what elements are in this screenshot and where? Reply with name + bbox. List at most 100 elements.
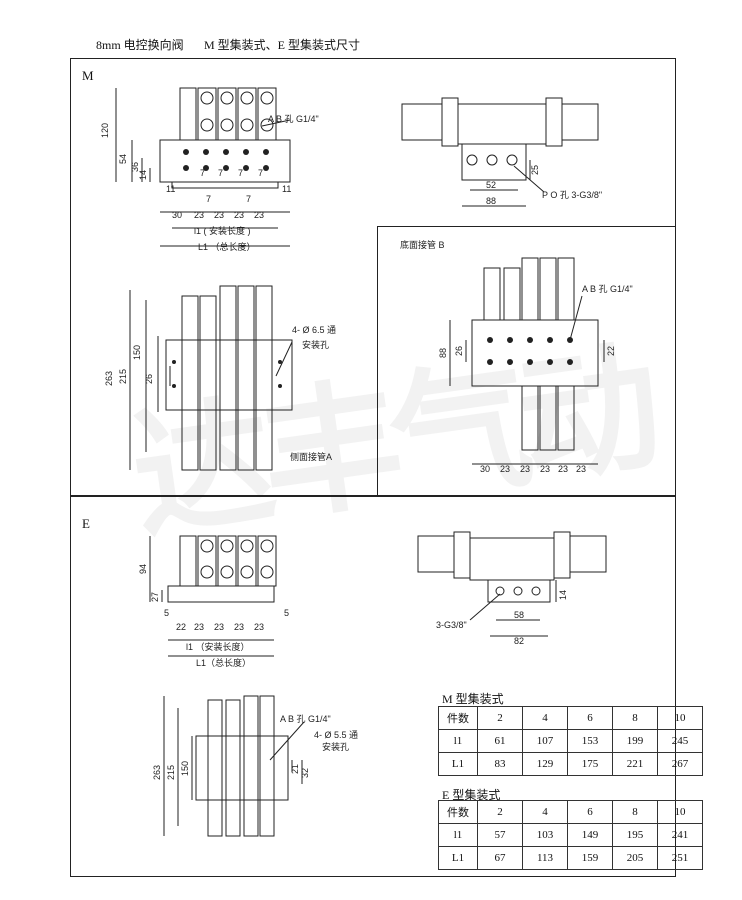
table-cell: 4 [522,800,568,824]
m-top-dim-labels: 120 54 36 14 11 7 7 7 7 11 7 7 30 23 23 … [100,114,319,252]
m-side-caption: 侧面接管A [290,451,332,462]
dim-label: 36 [130,162,140,172]
m-side-hole-callout2: 安装孔 [302,339,329,350]
table-row: 件数 2 4 6 8 10 [438,706,703,730]
table-cell: 10 [657,800,703,824]
table-cell: 4 [522,706,568,730]
dim-label: 23 [214,210,224,220]
table-cell: 113 [522,846,568,870]
title-right: M 型集装式、E 型集装式尺寸 [204,38,361,52]
dim-label: L1 （总长度） [198,241,256,252]
dim-label: 263 [152,765,162,780]
m-front-port-callout: P O 孔 3-G3/8" [542,190,602,200]
dim-label: 88 [438,348,448,358]
dim-label: 27 [150,592,160,602]
table-row: l1 61 107 153 199 245 [438,729,703,753]
m-bottom-port-callout: A B 孔 G1/4" [582,284,633,294]
table-cell: l1 [438,729,478,753]
table-cell: L1 [438,846,478,870]
dim-label: 54 [118,154,128,164]
table-cell: L1 [438,752,478,776]
dim-label: l1 ( 安装长度 ) [194,225,251,236]
dim-label: l1 （安装长度） [186,641,250,652]
table-cell: 57 [477,823,523,847]
dim-label: 26 [144,374,154,384]
dim-label: 14 [138,170,148,180]
table-cell: l1 [438,823,478,847]
m-bottom-caption: 底面接管 B [400,239,445,250]
dim-label: 7 [238,168,243,178]
e-front-port-callout: 3-G3/8" [436,620,467,630]
dim-label: 7 [246,194,251,204]
m-spec-table: 件数 2 4 6 8 10 l1 61 107 153 199 245 L1 8… [438,706,703,776]
dim-label: 22 [176,622,186,632]
dim-label: 5 [164,608,169,618]
table-cell: 149 [567,823,613,847]
dim-label: L1（总长度） [196,657,251,668]
dim-label: 7 [206,194,211,204]
dim-label: 215 [118,369,128,384]
table-cell: 199 [612,729,658,753]
table-cell: 267 [657,752,703,776]
dim-label: 25 [530,165,540,175]
dim-label: 23 [214,622,224,632]
e-table-title: E 型集装式 [442,788,501,802]
table-cell: 241 [657,823,703,847]
table-cell: 159 [567,846,613,870]
dim-label: 11 [166,184,175,194]
dim-label: 23 [540,464,550,474]
table-cell: 67 [477,846,523,870]
table-cell: 221 [612,752,658,776]
dim-label: 30 [172,210,182,220]
table-cell: 195 [612,823,658,847]
dim-label: 7 [258,168,263,178]
table-cell: 6 [567,800,613,824]
bottom-connection-frame [377,226,676,497]
dim-label: 52 [486,180,496,190]
dim-label: 215 [166,765,176,780]
m-side-hole-callout: 4- Ø 6.5 通 [292,325,336,335]
table-cell: 107 [522,729,568,753]
dim-label: 23 [254,622,264,632]
dim-label: 26 [454,346,464,356]
table-cell: 205 [612,846,658,870]
dim-label: 23 [520,464,530,474]
dim-label: 7 [200,168,205,178]
dim-label: 23 [194,622,204,632]
e-side-hole-callout2: 安装孔 [322,741,349,752]
table-cell: 129 [522,752,568,776]
title-left: 8mm 电控换向阀 [96,38,184,52]
dim-label: 23 [558,464,568,474]
table-row: 件数 2 4 6 8 10 [438,800,703,824]
table-cell: 153 [567,729,613,753]
dim-label: 263 [104,371,114,386]
e-side-hole-callout: 4- Ø 5.5 通 [314,730,358,740]
table-cell: 件数 [438,800,478,824]
dim-label: 150 [180,761,190,776]
table-cell: 83 [477,752,523,776]
dim-label: 30 [480,464,490,474]
dim-label: 23 [500,464,510,474]
section-m-label: M [82,68,94,83]
table-cell: 61 [477,729,523,753]
table-row: l1 57 103 149 195 241 [438,823,703,847]
dim-label: 32 [300,768,310,778]
dim-label: 23 [234,622,244,632]
e-side-port-callout: A B 孔 G1/4" [280,714,331,724]
table-cell: 103 [522,823,568,847]
dim-label: 88 [486,196,496,206]
dim-label: 23 [234,210,244,220]
m-table-title: M 型集装式 [442,692,504,706]
table-row: L1 67 113 159 205 251 [438,846,703,870]
table-cell: 10 [657,706,703,730]
table-cell: 8 [612,800,658,824]
section-e-frame [70,495,676,877]
table-cell: 245 [657,729,703,753]
dim-label: 7 [218,168,223,178]
section-e-label: E [82,516,90,531]
